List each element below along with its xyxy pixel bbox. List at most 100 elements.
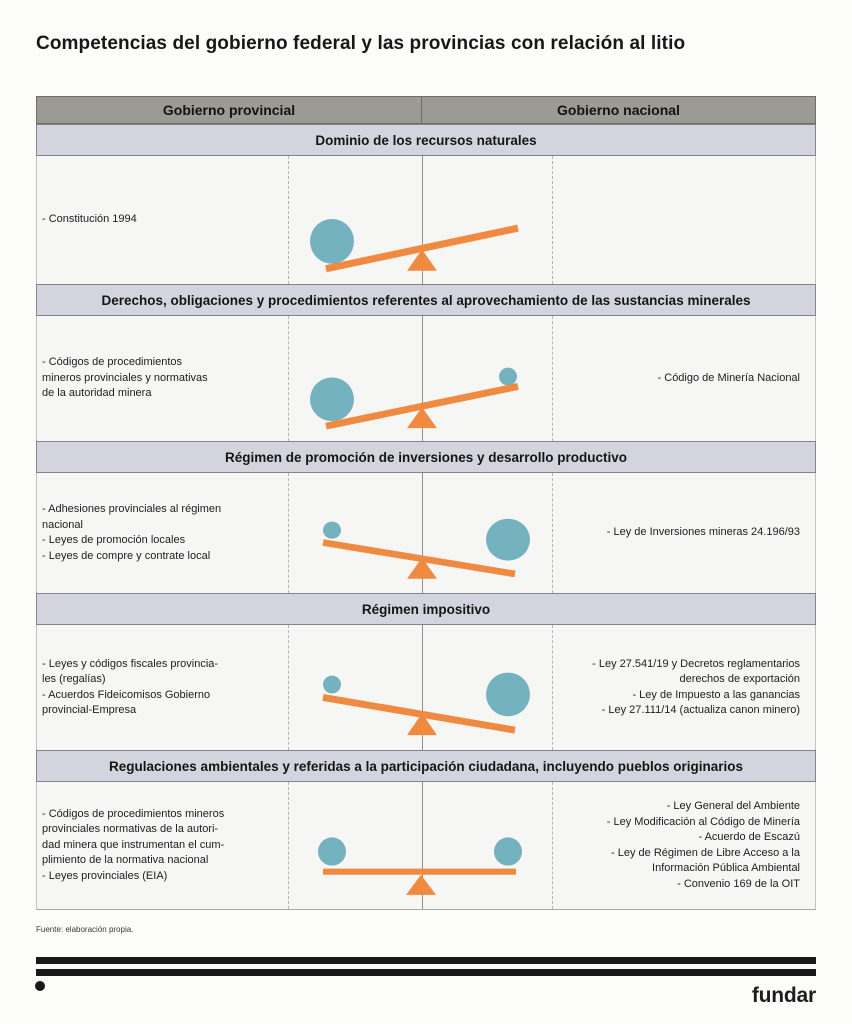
table-section: Régimen de promoción de inversiones y de… [36,441,816,593]
footer-rule-bar-top [36,957,816,964]
nacional-item-line: Información Pública Ambiental [652,862,800,874]
nacional-item-line: - Ley de Inversiones mineras 24.196/93 [606,526,800,539]
table-section: Derechos, obligaciones y procedimientos … [36,284,816,441]
center-divider-line [422,625,423,750]
table-section: Dominio de los recursos naturales - Cons… [36,124,816,284]
nacional-cell [553,156,815,284]
weight-circle-provincial [310,218,354,264]
seesaw-fulcrum [407,249,437,271]
center-divider-line [422,473,423,593]
footer-dot-mark [35,981,45,991]
provincial-item-line: dad minera que instrumentan el cum- [42,838,225,851]
section-header: Régimen de promoción de inversiones y de… [36,441,816,473]
table-section: Regulaciones ambientales y referidas a l… [36,750,816,910]
provincial-text: - Códigos de procedimientos mineros provi… [42,355,208,402]
provincial-item-line: provincial-Empresa [42,704,137,716]
nacional-item-line: - Convenio 169 de la OIT [677,877,800,890]
balance-cell [288,316,553,441]
nacional-item-line: - Ley de Régimen de Libre Acceso a la [611,846,800,859]
provincial-item-line: mineros provinciales y normativas [42,371,208,384]
balance-scale-illustration [310,218,519,273]
nacional-item-line: - Ley 27.541/19 y Decretos reglamentario… [592,657,800,670]
section-header: Régimen impositivo [36,593,816,625]
provincial-cell: - Leyes y códigos fiscales provincia-les… [37,625,288,750]
nacional-cell: - Ley General del Ambiente - Ley Modifica… [553,782,815,909]
nacional-text: - Ley de Inversiones mineras 24.196/93 [607,525,800,541]
provincial-text: - Adhesiones provinciales al régimen naci… [42,502,221,564]
section-content-row: - Constitución 1994 [36,156,816,284]
section-header: Dominio de los recursos naturales [36,124,816,156]
provincial-item-line: de la autoridad minera [42,387,152,400]
provincial-cell: - Adhesiones provinciales al régimen naci… [37,473,288,593]
balance-cell [288,782,553,909]
section-header: Derechos, obligaciones y procedimientos … [36,284,816,316]
seesaw-fulcrum [407,407,437,429]
provincial-text: - Constitución 1994 [42,212,137,228]
weight-circle-nacional [494,837,522,866]
sections-container: Dominio de los recursos naturales - Cons… [36,124,816,910]
footer-rule-bar-bottom [36,969,816,976]
provincial-item-line: plimiento de la normativa nacional [42,854,209,867]
section-content-row: - Adhesiones provinciales al régimen naci… [36,473,816,593]
center-divider-line [422,316,423,441]
balance-cell [288,156,553,284]
provincial-item-line: - Códigos de procedimientos [42,356,183,369]
column-header-row: Gobierno provincial Gobierno nacional [36,96,816,124]
provincial-item-line: - Leyes y códigos fiscales provincia- [42,657,219,670]
nacional-cell: - Ley de Inversiones mineras 24.196/93 [553,473,815,593]
nacional-item-line: - Ley General del Ambiente [666,800,800,812]
source-note: Fuente: elaboración propia. [36,925,134,934]
section-header: Regulaciones ambientales y referidas a l… [36,750,816,782]
provincial-text: - Leyes y códigos fiscales provincia-les… [42,657,218,719]
provincial-item-line: - Constitución 1994 [42,213,137,226]
weight-circle-provincial [310,377,354,422]
balance-scale-illustration [322,518,530,579]
nacional-text: - Código de Minería Nacional [658,371,800,387]
seesaw-fulcrum [407,713,437,736]
brand-wordmark: fundar [751,984,816,1007]
balance-cell [288,473,553,593]
nacional-item-line: - Ley de Impuesto a las ganancias [632,688,800,701]
table-section: Régimen impositivo - Leyes y códigos fis… [36,593,816,750]
seesaw-beam [322,539,516,578]
weight-circle-nacional [486,518,530,561]
nacional-text: - Ley 27.541/19 y Decretos reglamentario… [592,657,800,719]
nacional-item-line: - Acuerdo de Escazú [698,831,800,843]
balance-scale-illustration [318,837,522,895]
balance-scale-illustration [310,367,519,430]
weight-circle-provincial [323,675,341,694]
column-header-nacional: Gobierno nacional [557,102,680,118]
balance-cell [288,625,553,750]
weight-circle-nacional [499,367,517,386]
seesaw-fulcrum [407,557,437,579]
nacional-item-line: - Código de Minería Nacional [657,371,800,384]
section-content-row: - Leyes y códigos fiscales provincia-les… [36,625,816,750]
section-content-row: - Códigos de procedimientos mineros provi… [36,316,816,441]
provincial-item-line: - Adhesiones provinciales al régimen [42,503,222,515]
weight-circle-provincial [323,521,341,539]
provincial-item-line: les (regalías) [42,673,106,685]
provincial-item-line: - Leyes de promoción locales [42,534,186,546]
nacional-item-line: - Ley Modificación al Código de Minería [606,815,800,828]
seesaw-beam [325,383,519,430]
provincial-cell: - Códigos de procedimientos mineros provi… [37,316,288,441]
provincial-cell: - Constitución 1994 [37,156,288,284]
provincial-item-line: - Códigos de procedimientos mineros [42,807,225,820]
center-divider-line [422,156,423,284]
center-divider-line [422,782,423,909]
seesaw-beam [325,224,519,273]
seesaw-fulcrum [406,874,436,895]
balance-scale-illustration [322,672,530,736]
provincial-item-line: nacional [42,518,83,531]
weight-circle-provincial [318,837,346,866]
page-title: Competencias del gobierno federal y las … [36,33,686,54]
provincial-item-line: - Leyes provinciales (EIA) [42,869,168,882]
nacional-cell: - Ley 27.541/19 y Decretos reglamentario… [553,625,815,750]
nacional-item-line: - Ley 27.111/14 (actualiza canon minero) [601,704,800,716]
provincial-item-line: - Leyes de compre y contrate local [42,549,211,562]
weight-circle-nacional [486,672,530,717]
